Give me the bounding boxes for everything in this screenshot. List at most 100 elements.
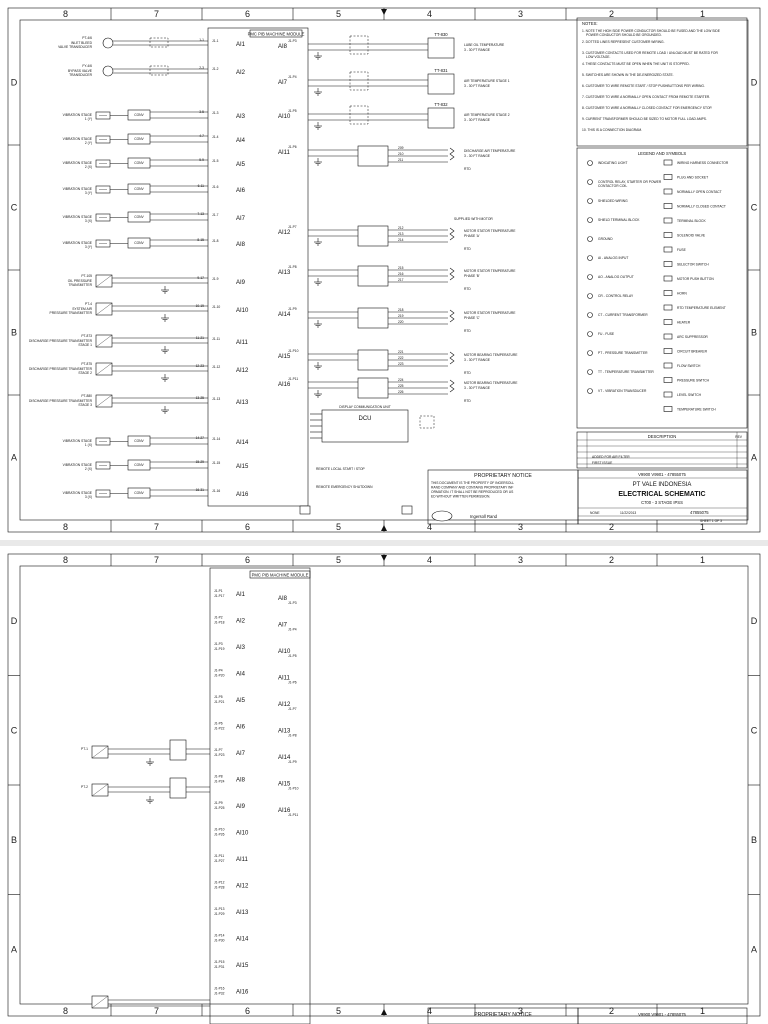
connector-pin-right-2: J1-P6 — [288, 681, 297, 685]
wire-number: 225 — [398, 384, 404, 388]
device-desc: VIBRATION STAGE — [63, 439, 93, 443]
note-line: 2. DOTTED LINES REPRESENT CUSTOMER WIRIN… — [582, 40, 665, 44]
connector-pin-2: J1-P5 — [214, 695, 223, 699]
legend-item-right: HEATER — [677, 321, 691, 325]
terminal-number: 4-7 — [199, 134, 204, 138]
analog-input-label-right-2: AI14 — [278, 755, 291, 761]
legend-symbol — [587, 312, 593, 318]
analog-input-label-right: AI13 — [278, 270, 291, 276]
connector-pin-right: J1-P8 — [288, 265, 297, 269]
vibration-conditioner — [127, 237, 151, 249]
analog-input-label: AI15 — [236, 464, 249, 470]
terminal-number: 13-25 — [196, 396, 205, 400]
vibration-conditioner — [127, 109, 151, 121]
device-desc: VIBRATION STAGE — [63, 113, 93, 117]
temp-interface-box — [357, 377, 389, 399]
connector-pin-right: J1-P10 — [288, 349, 299, 353]
vibration-conditioner — [127, 157, 151, 169]
analog-input-label-2: AI6 — [236, 725, 246, 731]
center-arrow-top — [381, 555, 387, 561]
connector-pin-2: J1-P6 — [214, 722, 223, 726]
device-desc: VALVE TRANSDUCER — [58, 45, 93, 49]
grid-column-top: 7 — [154, 9, 159, 19]
legend-symbol-right — [663, 362, 673, 369]
device-desc: INLET BLEED — [71, 41, 93, 45]
proprietary-text: ORMATION. IT SHALL NOT BE REPRODUCED OR … — [431, 490, 514, 494]
note-line: 5. SWITCHES ARE SHOWN IN THE DE-ENERGIZE… — [582, 73, 674, 77]
temperature-output-desc: LUBE OIL TEMPERATURE — [464, 43, 505, 47]
pib-module-box — [207, 27, 309, 507]
device-desc: VIBRATION STAGE — [63, 137, 93, 141]
connector-pin-2: J1-P21 — [214, 700, 225, 704]
temperature-output-sub: 3 - 30 FT RANGE — [464, 48, 491, 52]
device-desc: STAGE 1 — [78, 343, 92, 347]
note-line: 6. CUSTOMER TO WIRE REMOTE START / STOP … — [582, 84, 705, 88]
legend-item-left: AI - ANALOG INPUT — [598, 256, 628, 260]
temp-interface-box — [357, 307, 389, 329]
terminal-number: 8-15 — [197, 238, 204, 242]
grid-row-right: B — [751, 835, 757, 845]
legend-item-right: MOTOR PUSH BUTTON — [677, 277, 714, 281]
connector-pin: J1-14 — [212, 437, 220, 441]
harness-connector — [149, 37, 169, 48]
supply-box — [169, 739, 187, 761]
harness-connector — [149, 65, 169, 76]
bottom-note: REMOTE EMERGENCY SHUTDOWN — [316, 485, 373, 489]
device-desc: 2 (X) — [85, 467, 92, 471]
analog-input-label-right-2: AI11 — [278, 676, 291, 682]
device-desc: DISCHARGE PRESSURE TRANSMITTER — [29, 367, 93, 371]
title-block-box — [577, 469, 748, 525]
temp-transmitter-box — [427, 37, 455, 59]
connector-pin: J1-6 — [212, 185, 219, 189]
analog-input-label-right-2: AI7 — [278, 623, 288, 629]
connector-pin-2: J1-P4 — [214, 669, 223, 673]
grid-row-left: D — [11, 78, 18, 88]
connector-pin-right-2: J1-P10 — [288, 787, 299, 791]
device-desc: VIBRATION STAGE — [63, 491, 93, 495]
analog-input-label-2: AI1 — [236, 592, 246, 598]
analog-input-label-right-2: AI16 — [278, 808, 291, 814]
grid-row-left: B — [11, 835, 17, 845]
rtd-element-symbol — [449, 147, 455, 161]
wire-number: 214 — [398, 238, 404, 242]
legend-item-right: SELECTOR SWITCH — [677, 263, 709, 267]
analog-input-label-right-2: AI15 — [278, 782, 291, 788]
revision-row: ADDED FOR AIR FILTER — [592, 455, 630, 459]
legend-symbol — [587, 217, 593, 223]
vibration-conditioner — [127, 183, 151, 195]
title-block-subtitle: C700 - 3 STAGE IPSS — [641, 500, 683, 505]
analog-input-label: AI11 — [236, 340, 249, 346]
legend-symbol-right — [663, 406, 673, 412]
title-block-dwg-no: 47855075 — [690, 510, 709, 515]
connector-pin-2: J1-P14 — [214, 934, 225, 938]
wire-number: 209 — [398, 146, 404, 150]
legend-item-right: LEVEL SWITCH — [677, 393, 702, 397]
terminal-number: 16-31 — [196, 488, 205, 492]
connector-pin-2: J1-P19 — [214, 647, 225, 651]
conditioner-label: CONV — [134, 137, 144, 141]
rtd-label: RTD — [464, 371, 471, 375]
oil-filter-transmitter-symbol-diag — [91, 995, 109, 1009]
connector-pin-right-2: J1-P7 — [288, 707, 297, 711]
analog-input-label-2: AI15 — [236, 963, 249, 969]
vibration-conditioner — [127, 459, 151, 471]
wire-number: 219 — [398, 314, 404, 318]
connector-pin-2: J1-P31 — [214, 965, 225, 969]
title-block-company: PT VALE INDONESIA — [633, 482, 692, 488]
legend-symbol — [587, 274, 593, 280]
center-arrow-top — [381, 9, 387, 15]
connector-pin: J1-9 — [212, 277, 219, 281]
terminal-block-group — [349, 71, 369, 91]
device-desc: OIL PRESSURE — [68, 279, 93, 283]
connector-pin-2: J1-P18 — [214, 621, 225, 625]
grid-column-bottom: 3 — [518, 1006, 523, 1016]
note-line: POWER CONDUCTOR SHOULD BE GROUNDED. — [586, 33, 662, 37]
connector-pin-2: J1-P23 — [214, 753, 225, 757]
device-desc: TRANSMITTER — [69, 283, 93, 287]
title-block-numbers-2: V9900 V9901 - 47855075 — [638, 1012, 686, 1017]
device-desc: DISCHARGE PRESSURE TRANSMITTER — [29, 339, 93, 343]
legend-item-right: NORMALLY OPEN CONTACT — [677, 190, 722, 194]
notes-title: NOTES: — [582, 21, 598, 26]
analog-input-label-right-2: AI10 — [278, 649, 291, 655]
grid-column-bottom: 6 — [245, 522, 250, 532]
